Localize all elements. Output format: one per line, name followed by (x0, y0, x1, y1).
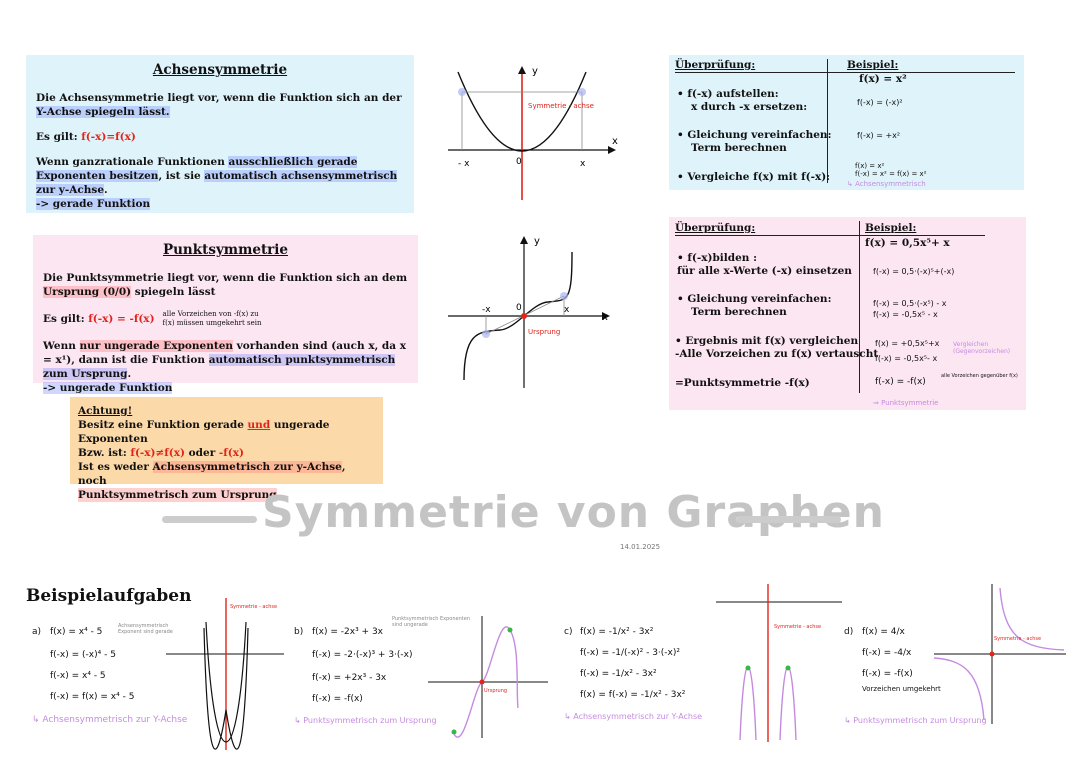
example-a-graph-label: Symmetrie - achse (230, 604, 277, 610)
graph1-pos-x: x (580, 159, 586, 169)
example-b: b)f(x) = -2x³ + 3x f(-x) = -2·(-x)³ + 3·… (294, 627, 437, 725)
graph2-neg-x: -x (482, 305, 491, 315)
achtung-box: Achtung! Besitz eine Funktion gerade und… (70, 397, 383, 502)
table1-result: ↳ Achsensymmetrisch (847, 180, 926, 188)
graph1-y-label: y (532, 66, 538, 77)
graph1-axis-label: Symmetrie - achse (528, 102, 594, 110)
table1-step-2: • Gleichung vereinfachen:Term berechnen (677, 129, 832, 154)
achtung-line-4: Punktsymmetrisch zum Ursprung (78, 488, 277, 502)
punkt-rule: Es gilt: f(-x) = -f(x)alle Vorzeichen vo… (43, 310, 262, 327)
table1-ex-1: f(-x) = (-x)² (857, 98, 903, 107)
achsen-check-table: Überprüfung: Beispiel: f(x) = x² • f(-x)… (669, 55, 1024, 190)
table2-step-1: • f(-x)bilden :für alle x-Werte (-x) ein… (677, 252, 852, 277)
graph1-x-label: x (612, 136, 618, 147)
example-d: d)f(x) = 4/x f(-x) = -4/x f(-x) = -f(x) … (844, 627, 987, 725)
cubic-graph: y x -x 0 x Ursprung (448, 236, 610, 388)
table1-ex-3a: f(x) = x² (855, 162, 885, 170)
table2-ex-3-note: Vergleichen (Gegenvorzeichen) (953, 341, 1011, 355)
title-rule-left (162, 516, 257, 523)
example-c-graph: Symmetrie - achse (716, 584, 842, 742)
table2-ex-2a: f(-x) = 0,5·(-x⁵) - x (873, 299, 947, 308)
example-b-note: Punktsymmetrisch Exponenten sind ungerad… (392, 616, 470, 628)
table2-header-example: Beispiel: (865, 222, 917, 234)
table1-ex-3b: f(-x) = x² = f(x) = x² (855, 170, 927, 178)
page-date: 14.01.2025 (620, 543, 661, 551)
page-title: Symmetrie von Graphen (262, 487, 885, 538)
title-rule-right (736, 516, 841, 523)
graph2-zero: 0 (516, 303, 522, 313)
table1-header-check: Überprüfung: (675, 59, 756, 71)
table2-fx: f(x) = 0,5x⁵+ x (865, 237, 950, 249)
table2-ex-4-note: alle Vorzeichen gegenüber f(x) (941, 373, 1018, 379)
punktsymmetrie-box: Punktsymmetrie Die Punktsymmetrie liegt … (33, 235, 418, 394)
graph2-y-label: y (534, 236, 540, 247)
achtung-title: Achtung! (78, 405, 133, 417)
table1-ex-2: f(-x) = +x² (857, 131, 901, 140)
table1-step-3: • Vergleiche f(x) mit f(-x): (677, 171, 831, 183)
example-c: c)f(x) = -1/x² - 3x² f(-x) = -1/(-x)² - … (564, 627, 703, 721)
table2-ex-1: f(-x) = 0,5·(-x)⁵+(-x) (873, 267, 955, 276)
table2-ex-2b: f(-x) = -0,5x⁵ - x (873, 310, 938, 319)
example-c-graph-label: Symmetrie - achse (774, 624, 821, 630)
achsensymmetrie-box: Achsensymmetrie Die Achsensymmetrie lieg… (26, 55, 414, 213)
example-b-graph: Ursprung (428, 616, 548, 738)
table2-step-2: • Gleichung vereinfachen:Term berechnen (677, 293, 832, 318)
graph2-pos-x: x (564, 305, 570, 315)
example-a-graph: Symmetrie - achse (166, 598, 284, 750)
table2-ex-3b: f(-x) = -0,5x⁵- x (875, 354, 938, 363)
table2-step-4: =Punktsymmetrie -f(x) (675, 377, 810, 389)
achsen-rule: Es gilt: f(-x)=f(x) (36, 131, 136, 143)
table1-fx: f(x) = x² (859, 73, 907, 85)
graph1-zero: 0 (516, 157, 522, 167)
table2-step-3: • Ergebnis mit f(x) vergleichen-Alle Vor… (675, 335, 879, 360)
punkt-definition: Die Punktsymmetrie liegt vor, wenn die F… (43, 272, 408, 298)
graph2-x-label: x (602, 312, 608, 323)
punkt-check-table: Überprüfung: Beispiel: f(x) = 0,5x⁵+ x •… (669, 217, 1026, 410)
achtung-line-1: Besitz eine Funktion gerade und ungerade… (78, 419, 330, 445)
achtung-line-2: Bzw. ist: f(-x)≠f(x) oder -f(x) (78, 447, 244, 459)
parabola-graph: y x - x 0 x Symmetrie - achse (448, 66, 618, 200)
table2-ex-3a: f(x) = +0,5x⁵+x (875, 339, 940, 348)
graph2-origin-label: Ursprung (528, 328, 560, 336)
example-d-graph-label: Symmetrie - achse (994, 636, 1041, 642)
punktsymmetrie-title: Punktsymmetrie (162, 242, 289, 258)
example-a: a)f(x) = x⁴ - 5 f(-x) = (-x)⁴ - 5 f(-x) … (32, 627, 188, 725)
achsen-exponents: Wenn ganzrationale Funktionen ausschließ… (36, 156, 398, 210)
example-b-graph-label: Ursprung (484, 688, 507, 694)
example-d-graph: Symmetrie - achse (933, 584, 1066, 724)
table2-ex-4: f(-x) = -f(x) (875, 377, 926, 387)
table2-header-check: Überprüfung: (675, 222, 756, 234)
achsen-definition: Die Achsensymmetrie liegt vor, wenn die … (36, 92, 402, 118)
table1-header-example: Beispiel: (847, 59, 899, 71)
example-a-note: Achsensymmetrisch Exponent sind gerade (118, 623, 173, 635)
table1-step-1: • f(-x) aufstellen:x durch -x ersetzen: (677, 88, 808, 113)
graph1-neg-x: - x (458, 159, 470, 169)
achtung-line-3: Ist es weder Achsensymmetrisch zur y-Ach… (78, 461, 346, 487)
examples-heading: Beispielaufgaben (26, 586, 192, 606)
achsensymmetrie-title: Achsensymmetrie (152, 62, 288, 78)
table2-result: ⇒ Punktsymmetrie (873, 399, 939, 407)
punkt-exponents: Wenn nur ungerade Exponenten vorhanden s… (43, 340, 406, 394)
